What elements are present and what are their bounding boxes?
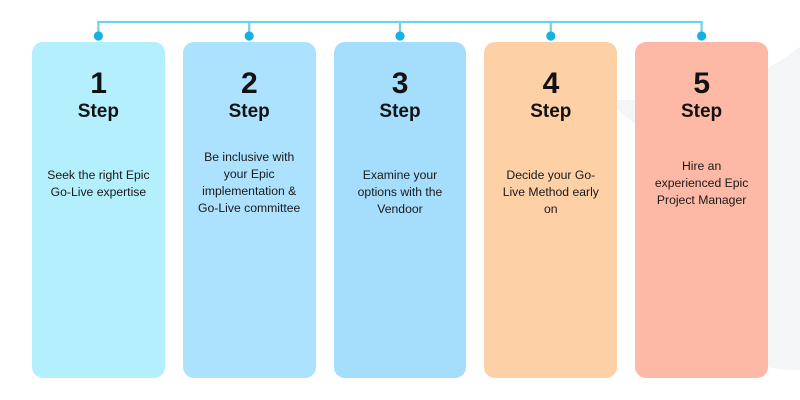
connector-dot-icon-2 (244, 31, 254, 41)
step-number: 5 (693, 67, 710, 100)
step-description: Hire an experienced Epic Project Manager (654, 159, 749, 208)
step-card-1[interactable]: 1 Step Seek the right Epic Go-Live exper… (32, 42, 165, 378)
step-description: Be inclusive with your Epic implementati… (198, 150, 301, 216)
step-label: Step (228, 100, 270, 122)
connector-dot-icon-4 (546, 31, 556, 41)
connector-dot-icon-3 (395, 31, 405, 41)
step-label: Step (680, 100, 723, 122)
step-number: 4 (542, 67, 560, 100)
step-label: Step (530, 100, 572, 122)
step-description: Seek the right Epic Go-Live expertise (47, 168, 150, 200)
connector-dot-icon-5 (697, 31, 707, 41)
step-label: Step (77, 100, 119, 122)
connector-rail (93, 20, 707, 41)
step-label: Step (379, 100, 421, 122)
step-description: Decide your Go-Live Method early on (502, 168, 599, 217)
step-description: Examine your options with the Vendoor (357, 168, 443, 217)
connector-dot-icon-1 (93, 31, 103, 41)
step-card-list: 1 Step Seek the right Epic Go-Live exper… (32, 42, 768, 378)
step-card-2[interactable]: 2 Step Be inclusive with your Epic imple… (182, 42, 316, 378)
step-card-5[interactable]: 5 Step Hire an experienced Epic Project … (635, 42, 768, 378)
step-number: 3 (391, 67, 409, 100)
step-card-3[interactable]: 3 Step Examine your options with the Ven… (333, 42, 467, 378)
step-number: 2 (241, 67, 258, 100)
step-number: 1 (90, 67, 107, 100)
step-card-4[interactable]: 4 Step Decide your Go-Live Method early … (484, 42, 618, 378)
